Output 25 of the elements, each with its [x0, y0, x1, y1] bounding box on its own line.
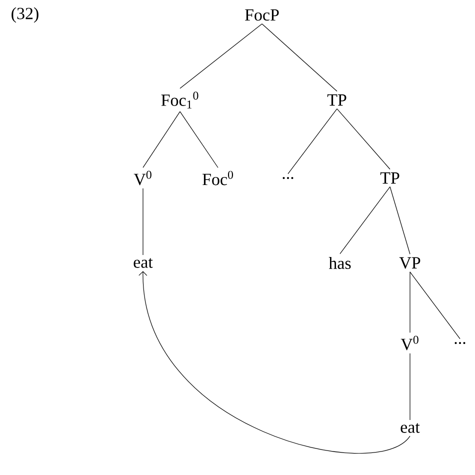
movement-arrow: [138, 271, 410, 454]
tree-label: ...: [454, 342, 466, 344]
branch-line: [390, 186, 410, 254]
tree-label: V$^{0}$: [134, 170, 152, 186]
tree-label: Foc$_{1}$0: [161, 92, 198, 108]
tree-label: V$^{0}$: [400, 336, 418, 350]
example-number: (32): [12, 7, 38, 23]
tree-label: TP: [380, 172, 400, 184]
branch-line: [340, 186, 390, 254]
tree-label: ...: [282, 177, 294, 179]
branch-line: [142, 188, 144, 256]
tree-label: eat: [400, 423, 420, 433]
branch-line: [180, 111, 218, 168]
branch-line: [410, 272, 460, 340]
tree-label: eat: [134, 258, 153, 268]
branch-line: [142, 111, 180, 168]
tree-label: TP: [327, 94, 346, 106]
branch-line: [262, 24, 338, 92]
branch-line: [180, 24, 262, 89]
branch-line: [336, 108, 390, 170]
tree-label: FocP: [245, 9, 279, 21]
tree-label: VP: [399, 257, 420, 269]
branch-line: [288, 108, 338, 174]
tree-label: Foc$^{0}$: [202, 170, 234, 186]
tree-label: has: [328, 257, 351, 269]
